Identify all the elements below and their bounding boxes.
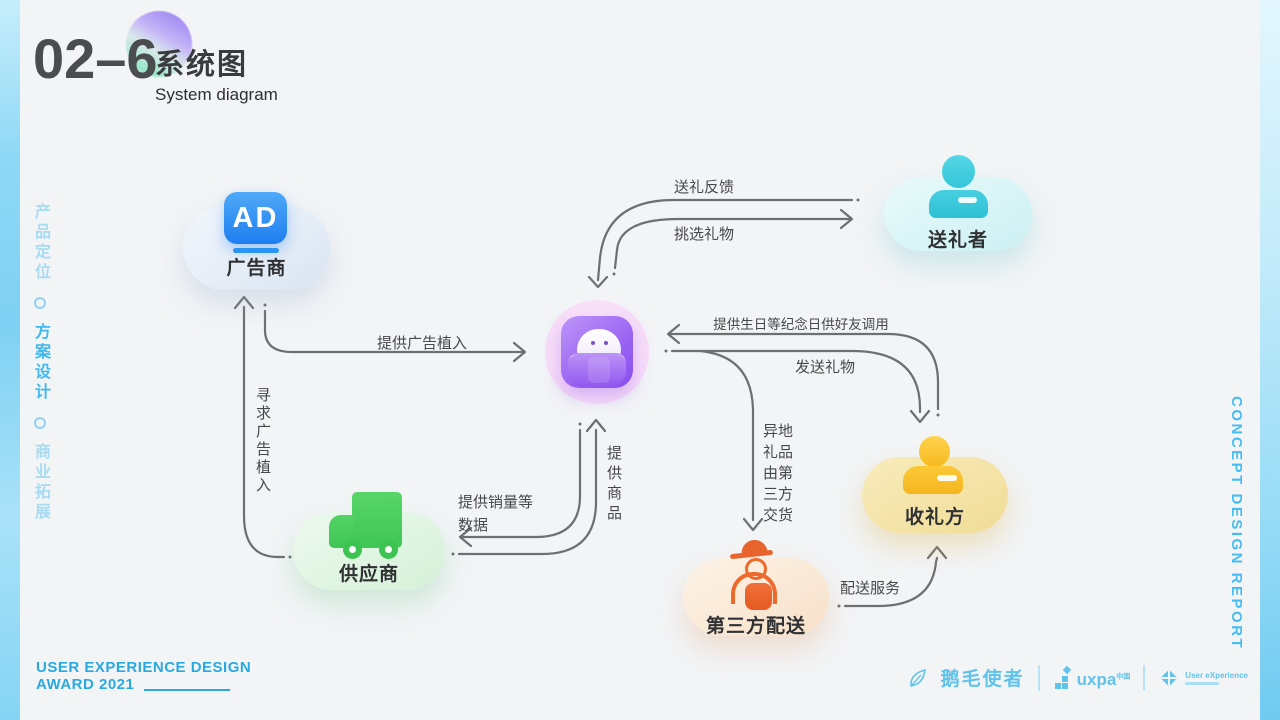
edge-provide-sales-data xyxy=(460,428,582,539)
arrowhead-down-icon xyxy=(742,517,764,532)
edge-label-seek-ad: 寻求广告植入 xyxy=(254,387,271,495)
title-block: 系统图 System diagram xyxy=(155,41,278,105)
edge-pick-gifts xyxy=(613,217,852,270)
edge-label-gift-feedback: 送礼反馈 xyxy=(673,179,734,196)
award-caption: USER EXPERIENCE DESIGN AWARD 2021 xyxy=(36,659,251,693)
arrowhead-down-icon xyxy=(909,409,931,424)
edge-provide-ad xyxy=(263,309,525,354)
ad-billboard-stand xyxy=(233,248,279,253)
divider xyxy=(1037,664,1040,691)
person-body-icon xyxy=(929,190,988,218)
uxpa-wordmark: uxpa中国 xyxy=(1076,669,1131,689)
person-icon xyxy=(942,155,975,188)
edge-send-gifts xyxy=(670,349,922,414)
award-line2: AWARD 2021 xyxy=(36,676,135,693)
nav-item-product-positioning: 产品定位 xyxy=(32,203,49,283)
arrowhead-left-icon xyxy=(666,323,681,345)
edge-label-provide-ad: 提供广告植入 xyxy=(376,335,467,352)
edge-label-send-gifts: 发送礼物 xyxy=(794,359,855,376)
arrowhead-up-icon xyxy=(233,295,255,310)
section-nav: 产品定位 方案设计 商业拓展 xyxy=(28,203,52,523)
gradient-sphere-decoration xyxy=(126,11,192,77)
arrowhead-right-icon xyxy=(839,208,854,230)
edge-delivery-service xyxy=(843,556,939,608)
slide-number: 02–6 xyxy=(33,27,158,90)
edge-label-pick-gifts: 挑选礼物 xyxy=(673,226,734,243)
person-badge-icon xyxy=(958,197,977,203)
uxpa-blocks-icon xyxy=(1054,665,1071,689)
ad-billboard-icon: AD xyxy=(224,192,287,244)
nav-dot-icon xyxy=(34,417,46,429)
uxpa-region-label: 中国 xyxy=(1116,672,1131,680)
arrowhead-down-icon xyxy=(587,275,609,289)
edge-label-provide-sales-data: 提供销量等数据 xyxy=(458,494,534,534)
truck-wheel-icon xyxy=(343,540,362,559)
page-subtitle: System diagram xyxy=(155,85,278,104)
feather-icon xyxy=(909,668,926,687)
arrowhead-up-icon xyxy=(926,545,948,560)
partner-wordmark: User eXperience xyxy=(1185,671,1248,685)
edge-remote-delivery xyxy=(698,349,755,522)
diamond-icon xyxy=(1160,669,1178,686)
award-underline-decoration xyxy=(144,689,231,691)
edge-label-remote-delivery: 异地礼品由第三方交货 xyxy=(763,423,794,524)
edge-provide-birthday xyxy=(668,332,940,411)
truck-icon xyxy=(352,492,402,548)
partner-logo: User eXperience xyxy=(1158,667,1248,689)
right-edge-decoration xyxy=(1260,0,1280,720)
app-mascot-eye xyxy=(591,341,595,345)
footer-logos: 鹅毛使者 uxpa中国 User eXperience xyxy=(908,664,1248,691)
edge-gift-feedback xyxy=(596,198,854,282)
concept-design-report-caption: CONCEPT DESIGN REPORT xyxy=(1228,396,1245,651)
person-badge-icon xyxy=(937,475,957,481)
node-label-supplier: 供应商 xyxy=(338,564,399,585)
node-label-gift-giver: 送礼者 xyxy=(927,230,988,251)
node-label-third-party-delivery: 第三方配送 xyxy=(705,616,806,637)
app-mascot-eye xyxy=(604,341,608,345)
edge-label-delivery-service: 配送服务 xyxy=(839,580,900,597)
nav-dot-icon xyxy=(34,297,46,309)
node-label-advertiser: 广告商 xyxy=(226,258,287,279)
courier-torso-icon xyxy=(731,572,777,604)
divider xyxy=(1143,664,1146,691)
courier-parcel-icon xyxy=(745,583,772,610)
edge-label-provide-birthday: 提供生日等纪念日供好友调用 xyxy=(713,317,889,332)
edge-seek-ad xyxy=(242,305,286,559)
edge-label-provide-goods: 提供商品 xyxy=(605,445,622,525)
uxpa-logo: uxpa中国 xyxy=(1053,665,1131,691)
app-mascot-pocket xyxy=(568,353,626,387)
award-line1: USER EXPERIENCE DESIGN xyxy=(36,659,252,676)
partner-tagline-decoration xyxy=(1185,681,1220,685)
nav-item-solution-design: 方案设计 xyxy=(32,323,49,403)
person-icon xyxy=(919,436,950,467)
edge-provide-goods xyxy=(457,428,598,556)
arrowhead-right-icon xyxy=(512,341,527,363)
arrowhead-left-icon xyxy=(458,526,473,548)
truck-wheel-icon xyxy=(379,540,398,559)
arrowhead-up-icon xyxy=(585,418,607,433)
nav-item-business-expansion: 商业拓展 xyxy=(32,443,49,523)
brand-name: 鹅毛使者 xyxy=(940,669,1025,690)
node-label-receiver: 收礼方 xyxy=(904,507,965,528)
app-mascot-pocket-tab xyxy=(588,357,610,383)
page-title: 系统图 xyxy=(155,49,249,81)
left-edge-decoration xyxy=(0,0,20,720)
